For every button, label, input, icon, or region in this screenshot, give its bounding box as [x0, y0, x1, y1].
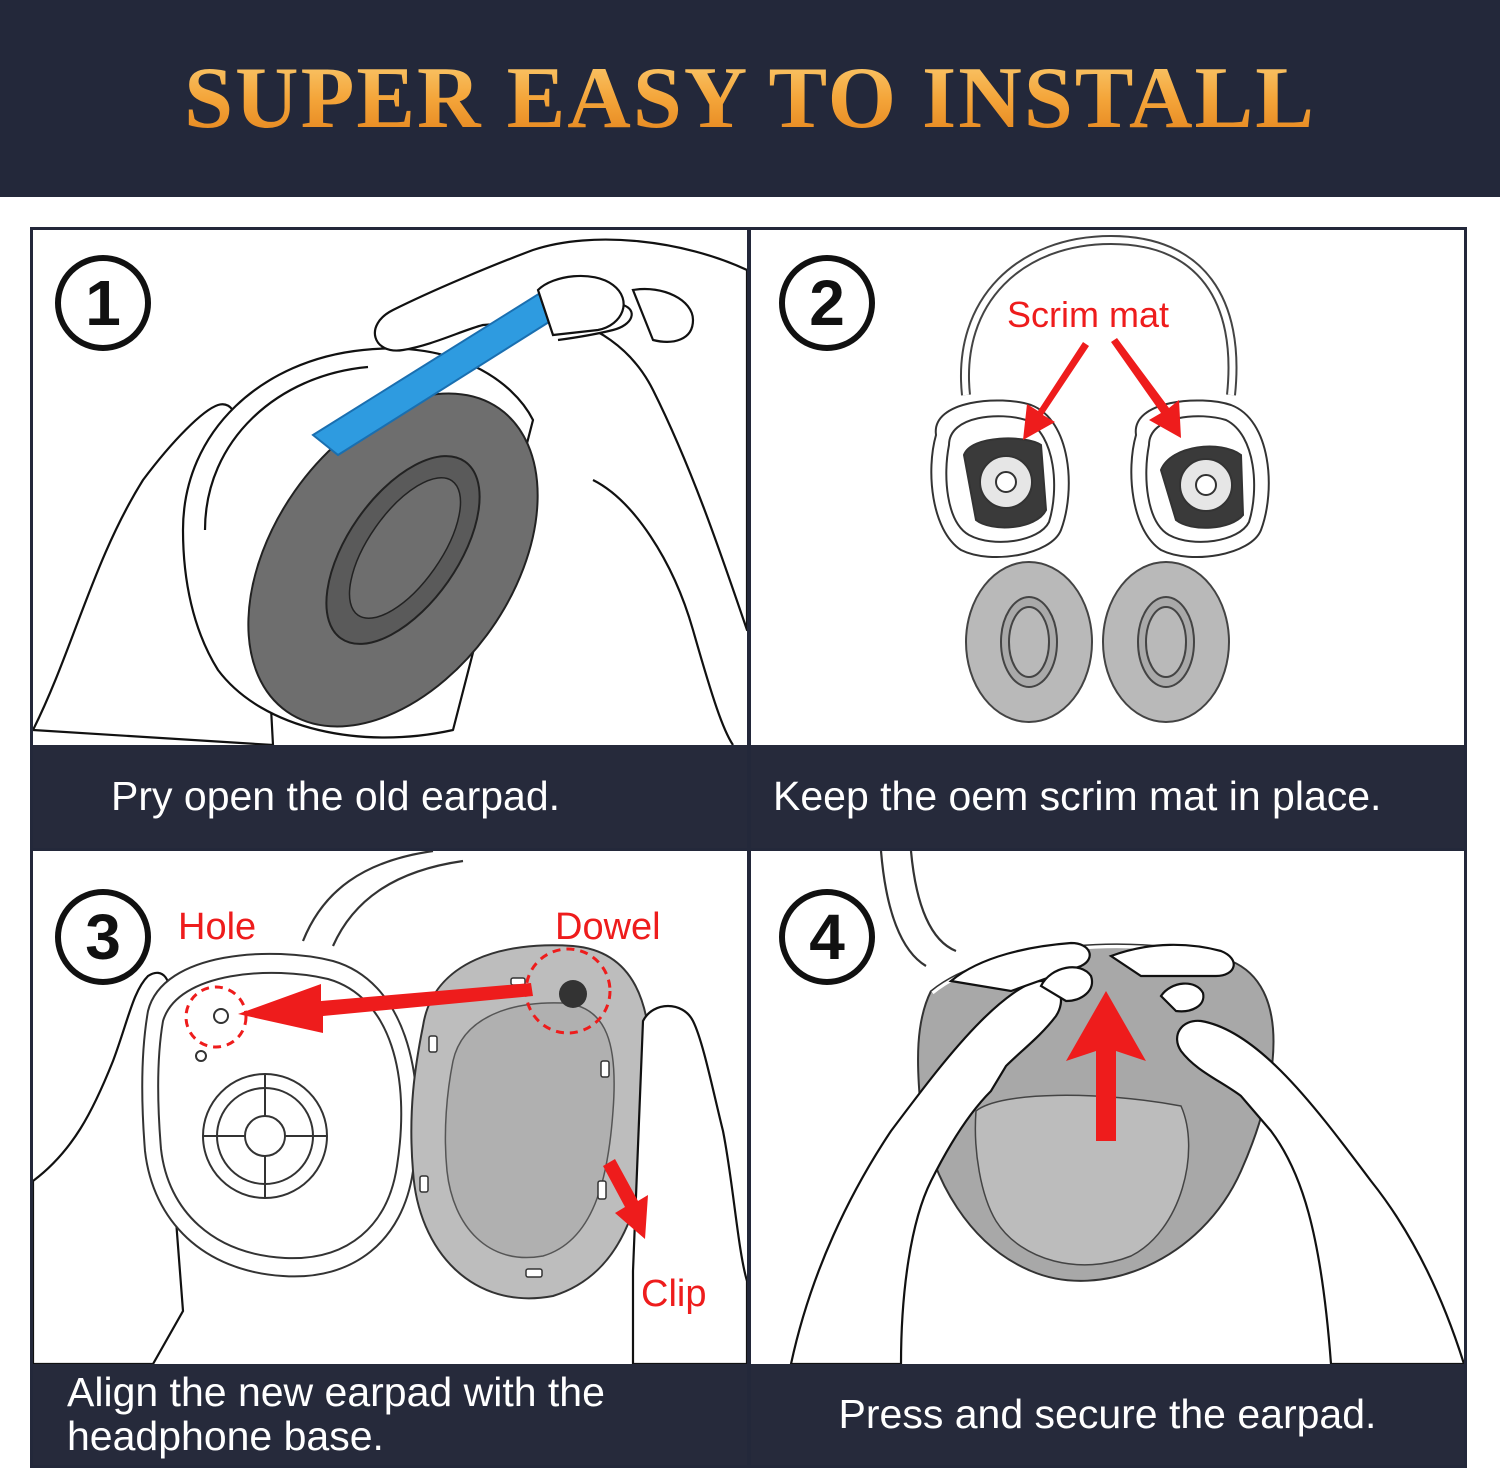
step-1-caption: Pry open the old earpad. — [33, 745, 747, 848]
step-3-illustration — [33, 851, 747, 1364]
headphone-icon — [141, 952, 419, 1278]
step-3-panel: 3 Hole Dowel Clip — [33, 851, 747, 1364]
hole-marker — [184, 985, 248, 1049]
dowel-label: Dowel — [555, 906, 661, 948]
earpad-icon — [247, 392, 539, 728]
step-1-illustration — [33, 238, 747, 745]
step-2-number-badge: 2 — [779, 255, 875, 351]
arrow-icon — [1066, 991, 1146, 1141]
step-4-illustration — [789, 851, 1464, 1364]
steps-grid: 1 Pry open the old earpad. — [30, 227, 1467, 1468]
step-4-panel: 4 — [751, 851, 1464, 1364]
step-2-caption: Keep the oem scrim mat in place. — [751, 745, 1464, 848]
hand-icon — [631, 1005, 747, 1364]
arrow-icon — [238, 983, 648, 1239]
earpad-icon — [965, 561, 1230, 723]
hole-label: Hole — [178, 906, 257, 948]
step-4-number-badge: 4 — [779, 889, 875, 985]
step-3-number-badge: 3 — [55, 889, 151, 985]
page-title: SUPER EASY TO INSTALL — [184, 50, 1316, 147]
step-2-panel: 2 Scrim mat — [751, 230, 1464, 745]
earpad-icon — [410, 944, 653, 1300]
step-2-illustration — [930, 234, 1270, 723]
scrim-mat-label: Scrim mat — [1007, 294, 1169, 335]
clip-label: Clip — [641, 1273, 707, 1315]
step-1-panel: 1 — [33, 230, 747, 745]
step-3-caption: Align the new earpad with the headphone … — [33, 1364, 747, 1465]
step-1-number-badge: 1 — [55, 255, 151, 351]
hand-icon — [789, 941, 1464, 1364]
title-banner: SUPER EASY TO INSTALL — [0, 0, 1500, 197]
arrow-icon — [1023, 338, 1181, 440]
step-4-caption: Press and secure the earpad. — [751, 1364, 1464, 1465]
